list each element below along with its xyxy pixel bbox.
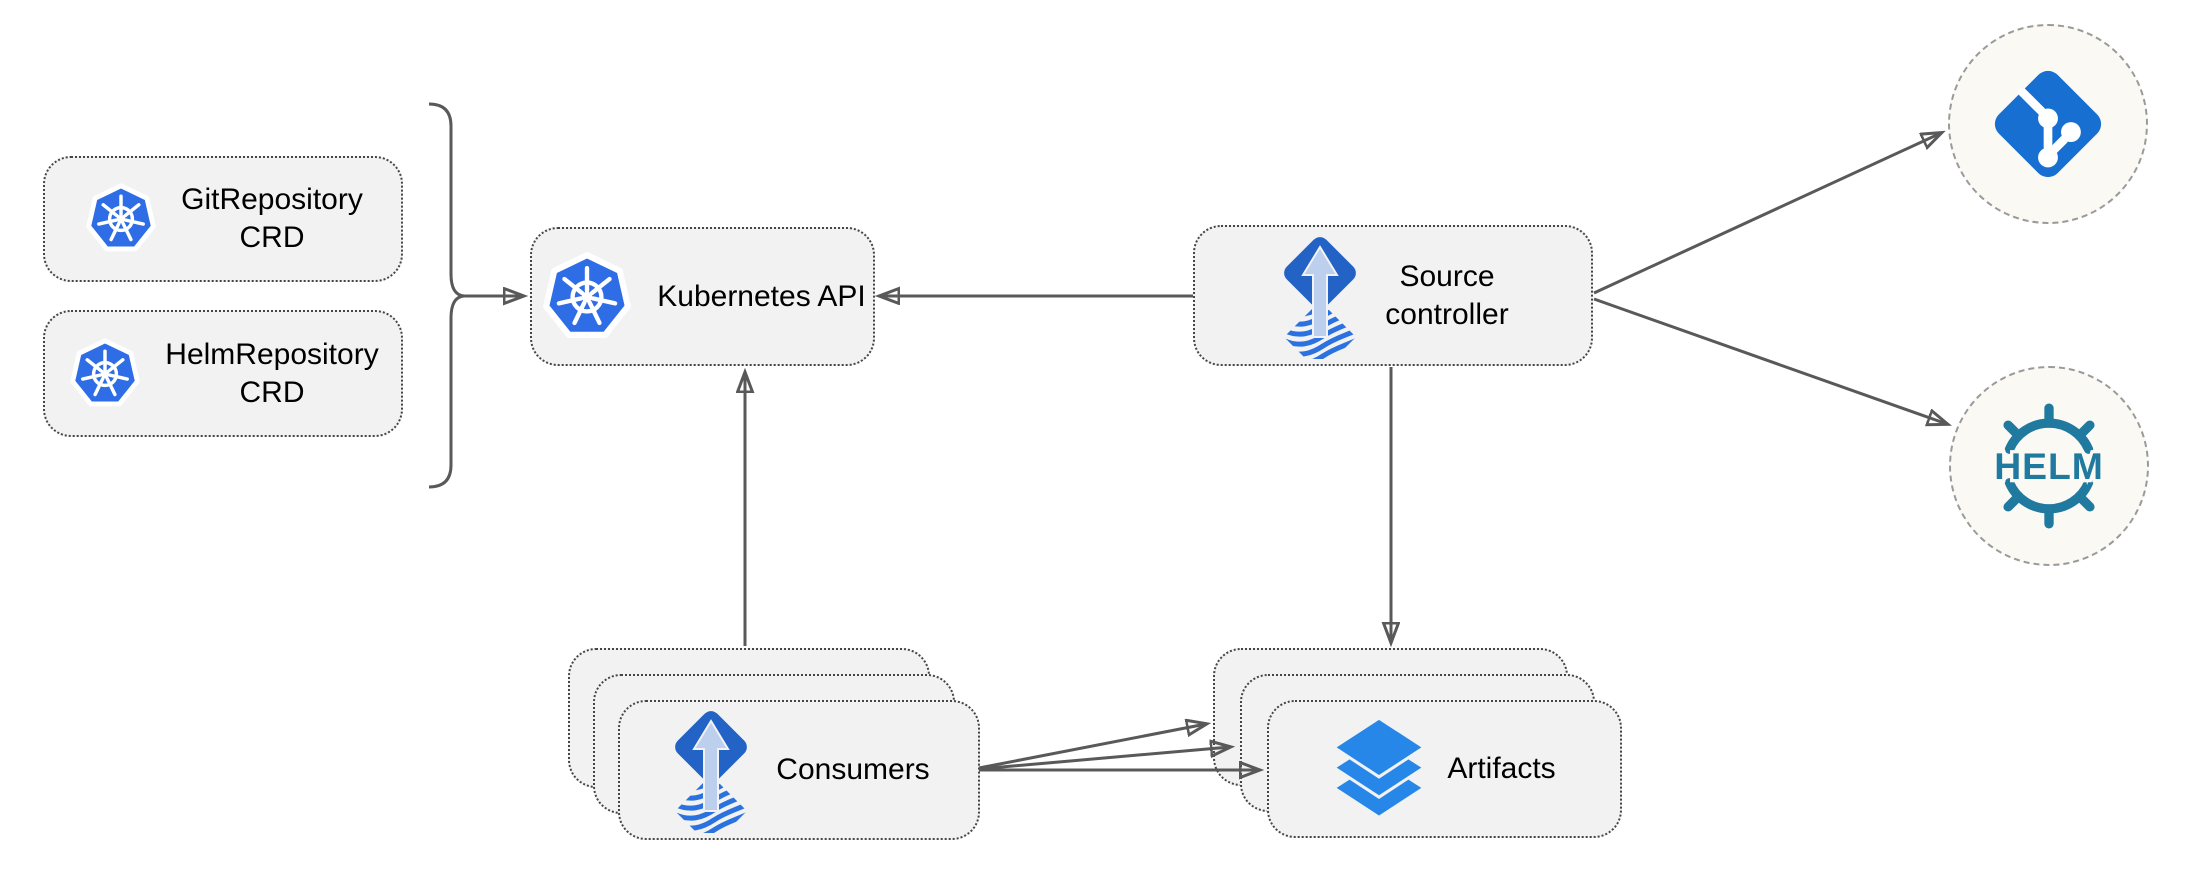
node-gitrepository-crd: GitRepository CRD [43, 156, 403, 282]
node-artifacts: Artifacts [1267, 700, 1622, 838]
helm-wordmark: HELM [1994, 445, 2103, 487]
node-consumers: Consumers [618, 700, 980, 840]
edge-consumers-to-artifacts-middle [978, 747, 1230, 771]
node-helmrepository-crd: HelmRepository CRD [43, 310, 403, 437]
git-icon [1994, 70, 2102, 178]
edge-source-controller-to-helm [1593, 297, 1947, 424]
edge-consumers-to-artifacts-back [978, 724, 1206, 770]
node-source-controller: Source controller [1193, 225, 1593, 366]
helm-endpoint-circle: HELM [1949, 366, 2149, 566]
node-kubernetes-api: Kubernetes API [530, 227, 875, 366]
node-label-helmrepository-crd: HelmRepository CRD [165, 337, 379, 409]
edge-source-controller-to-git [1593, 133, 1941, 295]
node-label-artifacts: Artifacts [1447, 752, 1556, 785]
helm-icon: HELM [1991, 403, 2106, 529]
node-label-kubernetes-api: Kubernetes API [657, 279, 866, 313]
node-label-gitrepository-crd: GitRepository CRD [181, 183, 363, 254]
kubernetes-icon [86, 183, 156, 252]
kubernetes-icon [70, 337, 141, 406]
flux-source-icon [675, 711, 748, 833]
grouping-bracket [428, 102, 465, 489]
flux-source-icon [1284, 236, 1357, 359]
git-endpoint-circle [1948, 24, 2148, 224]
layers-icon [1336, 719, 1422, 815]
node-label-consumers: Consumers [776, 753, 930, 786]
kubernetes-icon [543, 251, 632, 338]
node-label-source-controller: Source controller [1385, 259, 1509, 331]
